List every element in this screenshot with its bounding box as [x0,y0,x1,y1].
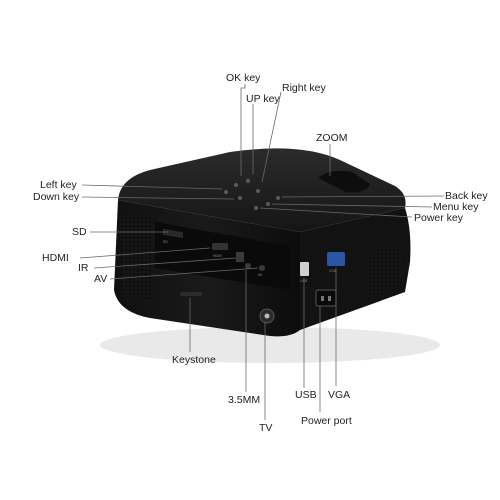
audio-35mm-label: 3.5MM [228,394,261,406]
hdmi-mark: HDMI [213,254,222,258]
top-control-keys [224,179,280,210]
hdmi-port [212,243,228,250]
back-key-dot [276,196,280,200]
power-port-pin-left [321,296,324,301]
audio-jack [245,263,251,269]
ok-key-dot [234,183,238,187]
power-key-dot [254,206,258,210]
right-key-label: Right key [282,82,326,94]
projector-top-surface [118,148,406,232]
av-jack [259,265,265,271]
power-port-pin-right [328,296,331,301]
av-label: AV [94,273,108,285]
usb-label: USB [295,389,317,401]
up-key-dot [246,179,250,183]
left-key-label: Left key [40,179,77,191]
ok-key-label: OK key [226,72,261,84]
power-key-label: Power key [414,212,464,224]
tv-label: TV [259,422,273,434]
vga-label: VGA [328,389,351,401]
power-port-label: Power port [301,415,352,427]
leader-lines [79,84,445,420]
projector-shadow [100,327,440,363]
sd-label: SD [72,226,87,238]
keystone-label: Keystone [172,354,216,366]
usb-mark: USB [300,279,308,283]
sd-mark: SD [163,240,168,244]
menu-key-label: Menu key [433,201,479,213]
ir-window [236,252,244,262]
right-vent-grille [370,244,402,296]
vga-port [327,252,345,266]
down-key-dot [238,196,242,200]
left-key-dot [224,190,228,194]
tv-connector-center [264,313,270,319]
back-key-label: Back key [445,190,488,202]
hdmi-label: HDMI [42,252,69,264]
left-vent-grille [120,212,152,300]
power-port-socket [315,289,337,307]
vga-mark: VGA [329,269,337,273]
menu-key-dot [266,202,270,206]
down-key-label: Down key [33,191,80,203]
keystone-slider [180,292,202,296]
usb-port [300,262,309,276]
right-key-dot [256,189,260,193]
up-key-label: UP key [246,93,280,105]
sd-slot [163,228,183,239]
zoom-lens-bump [318,170,370,193]
av-mark: AV [258,273,263,277]
zoom-label: ZOOM [316,132,348,144]
ir-label: IR [78,262,89,274]
